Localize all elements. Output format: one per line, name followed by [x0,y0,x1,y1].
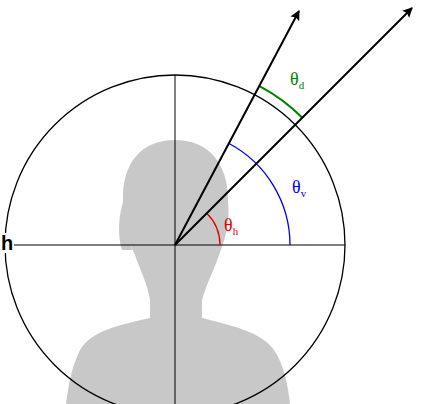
vertical-axis [175,75,176,404]
person-silhouette [66,140,290,404]
angle-label: θd [290,70,304,91]
blue-arc [229,144,290,246]
angle-subscript: v [301,187,307,199]
green-arc [260,86,303,118]
direction-arrow [175,11,299,245]
direction-arrow [175,8,412,245]
angle-symbol: θ [224,215,233,235]
angle-symbol: θ [292,177,301,197]
cut-off-label: h [1,233,14,253]
circle [5,75,345,404]
red-arc [207,213,220,245]
angle-subscript: d [299,79,305,91]
angle-symbol: θ [290,69,299,89]
angle-label: θv [292,178,306,199]
angle-subscript: h [233,225,239,237]
angle-label: θh [224,216,238,237]
